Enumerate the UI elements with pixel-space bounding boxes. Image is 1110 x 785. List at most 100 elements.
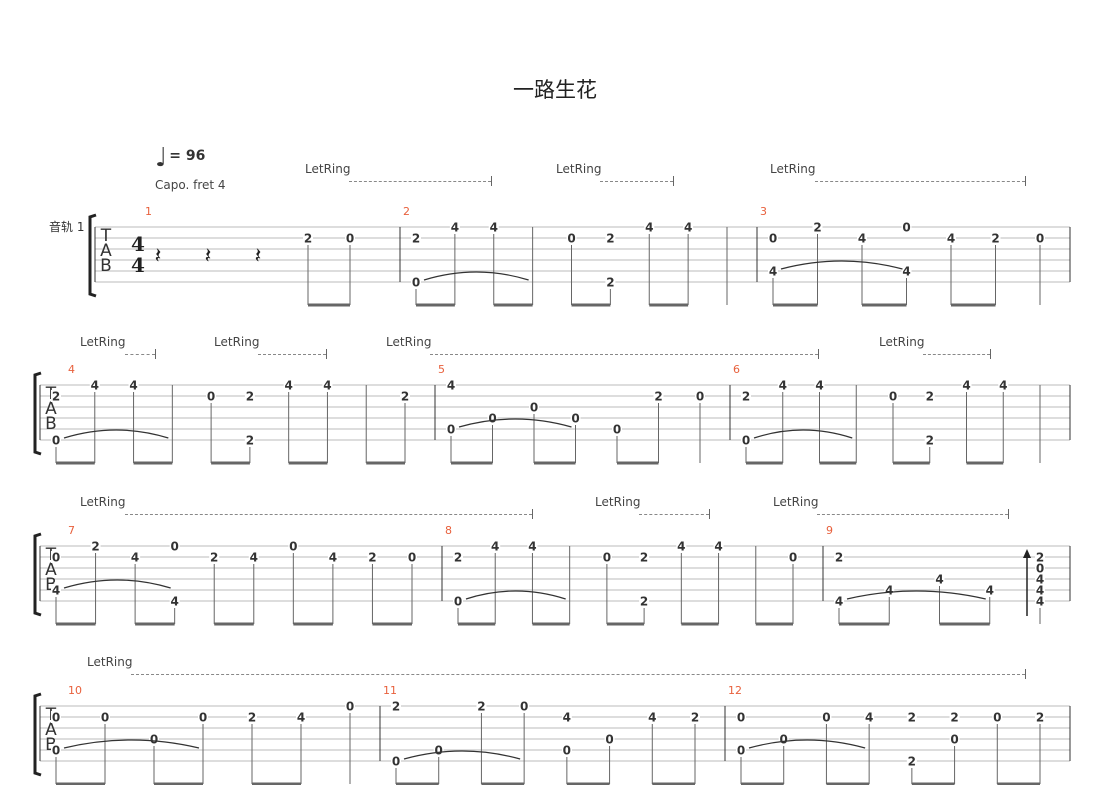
fret-number: 0 xyxy=(1036,232,1044,246)
fret-number: 0 xyxy=(737,711,745,725)
fret-number: 0 xyxy=(392,755,400,769)
fret-number: 2 xyxy=(950,711,958,725)
fret-number-bg xyxy=(768,232,778,244)
fret-number: 0 xyxy=(571,412,579,426)
fret-number: 4 xyxy=(1036,584,1044,598)
fret-number-bg xyxy=(453,551,463,563)
fret-number: 0 xyxy=(52,711,60,725)
fret-number: 4 xyxy=(645,221,653,235)
fret-number-bg xyxy=(128,379,139,391)
fret-number-bg xyxy=(777,379,788,391)
fret-number: 0 xyxy=(1036,562,1044,576)
fret-number-bg xyxy=(768,265,778,277)
fret-number-bg xyxy=(169,595,180,607)
fret-number-bg xyxy=(566,232,577,244)
fret-number: 0 xyxy=(52,551,60,565)
fret-number-bg xyxy=(198,711,208,723)
fret-number: 0 xyxy=(520,700,528,714)
fret-number: 4 xyxy=(451,221,459,235)
let-ring-label: LetRing xyxy=(386,335,432,349)
fret-number-bg xyxy=(814,379,825,391)
fret-number: 0 xyxy=(603,551,611,565)
fret-number-bg xyxy=(391,755,401,767)
fret-number-bg xyxy=(322,379,333,391)
fret-number-bg xyxy=(1035,551,1045,563)
let-ring-label: LetRing xyxy=(879,335,925,349)
fret-number: 2 xyxy=(835,551,843,565)
fret-number-bg xyxy=(644,221,655,233)
fret-number-bg xyxy=(51,434,61,446)
fret-number: 0 xyxy=(567,232,575,246)
tab-clef-letter: A xyxy=(45,399,57,419)
fret-number-bg xyxy=(736,744,746,756)
fret-number-bg xyxy=(303,232,313,244)
let-ring-arc xyxy=(63,739,200,749)
fret-number-bg xyxy=(400,390,410,402)
fret-number-bg xyxy=(89,379,100,391)
fret-number-bg xyxy=(683,221,694,233)
fret-number: 0 xyxy=(52,434,60,448)
fret-number-bg xyxy=(812,221,823,233)
let-ring-arc xyxy=(753,429,853,439)
fret-number: 4 xyxy=(986,584,994,598)
fret-number: 4 xyxy=(52,584,60,598)
fret-number-bg xyxy=(834,551,844,563)
fret-number-bg xyxy=(169,540,180,552)
fret-number: 0 xyxy=(769,232,777,246)
fret-number: 4 xyxy=(769,265,777,279)
let-ring-label: LetRing xyxy=(80,495,126,509)
fret-number-bg xyxy=(821,711,832,723)
fret-number-bg xyxy=(1035,562,1045,574)
fret-number-bg xyxy=(605,232,616,244)
fret-number-bg xyxy=(1035,711,1045,723)
let-ring-dashed-line xyxy=(815,181,1025,182)
fret-number-bg xyxy=(736,711,746,723)
fret-number-bg xyxy=(527,540,538,552)
let-ring-arc xyxy=(423,271,529,281)
system-bracket xyxy=(33,532,42,617)
fret-number-bg xyxy=(604,733,615,745)
fret-number: 4 xyxy=(323,379,331,393)
fret-number: 4 xyxy=(563,711,571,725)
fret-number-bg xyxy=(864,711,875,723)
let-ring-label: LetRing xyxy=(773,495,819,509)
fret-number-bg xyxy=(961,379,972,391)
fret-number: 2 xyxy=(304,232,312,246)
fret-number-bg xyxy=(647,711,658,723)
fret-number-bg xyxy=(949,711,960,723)
fret-number: 0 xyxy=(780,733,788,747)
fret-number: 2 xyxy=(248,711,256,725)
fret-number-bg xyxy=(51,551,61,563)
fret-number-bg xyxy=(676,540,687,552)
fret-number-bg xyxy=(446,423,456,435)
measure-number: 2 xyxy=(403,205,410,218)
quarter-rest-icon: 𝄽 xyxy=(255,244,262,269)
measure-number: 12 xyxy=(728,684,742,697)
fret-number: 0 xyxy=(563,744,571,758)
fret-number: 4 xyxy=(858,232,866,246)
fret-number-bg xyxy=(924,390,935,402)
tempo-value: = 96 xyxy=(169,148,206,164)
fret-number: 0 xyxy=(789,551,797,565)
fret-number-bg xyxy=(407,551,417,563)
time-signature-top: 4 xyxy=(131,232,145,256)
fret-number: 2 xyxy=(606,276,614,290)
fret-number: 0 xyxy=(199,711,207,725)
fret-number: 2 xyxy=(691,711,699,725)
fret-number: 2 xyxy=(392,700,400,714)
let-ring-label: LetRing xyxy=(595,495,641,509)
track-label: 音轨 1 xyxy=(49,220,85,234)
fret-number-bg xyxy=(206,390,217,402)
let-ring-arc xyxy=(458,418,572,428)
fret-number-bg xyxy=(561,711,572,723)
time-signature-bottom: 4 xyxy=(131,253,145,277)
fret-number: 0 xyxy=(530,401,538,415)
let-ring-end xyxy=(818,349,819,359)
fret-number: 4 xyxy=(815,379,823,393)
fret-number-bg xyxy=(449,221,460,233)
let-ring-end xyxy=(990,349,991,359)
fret-number: 4 xyxy=(284,379,292,393)
fret-number-bg xyxy=(367,551,378,563)
fret-number-bg xyxy=(283,379,294,391)
fret-number-bg xyxy=(857,232,867,244)
